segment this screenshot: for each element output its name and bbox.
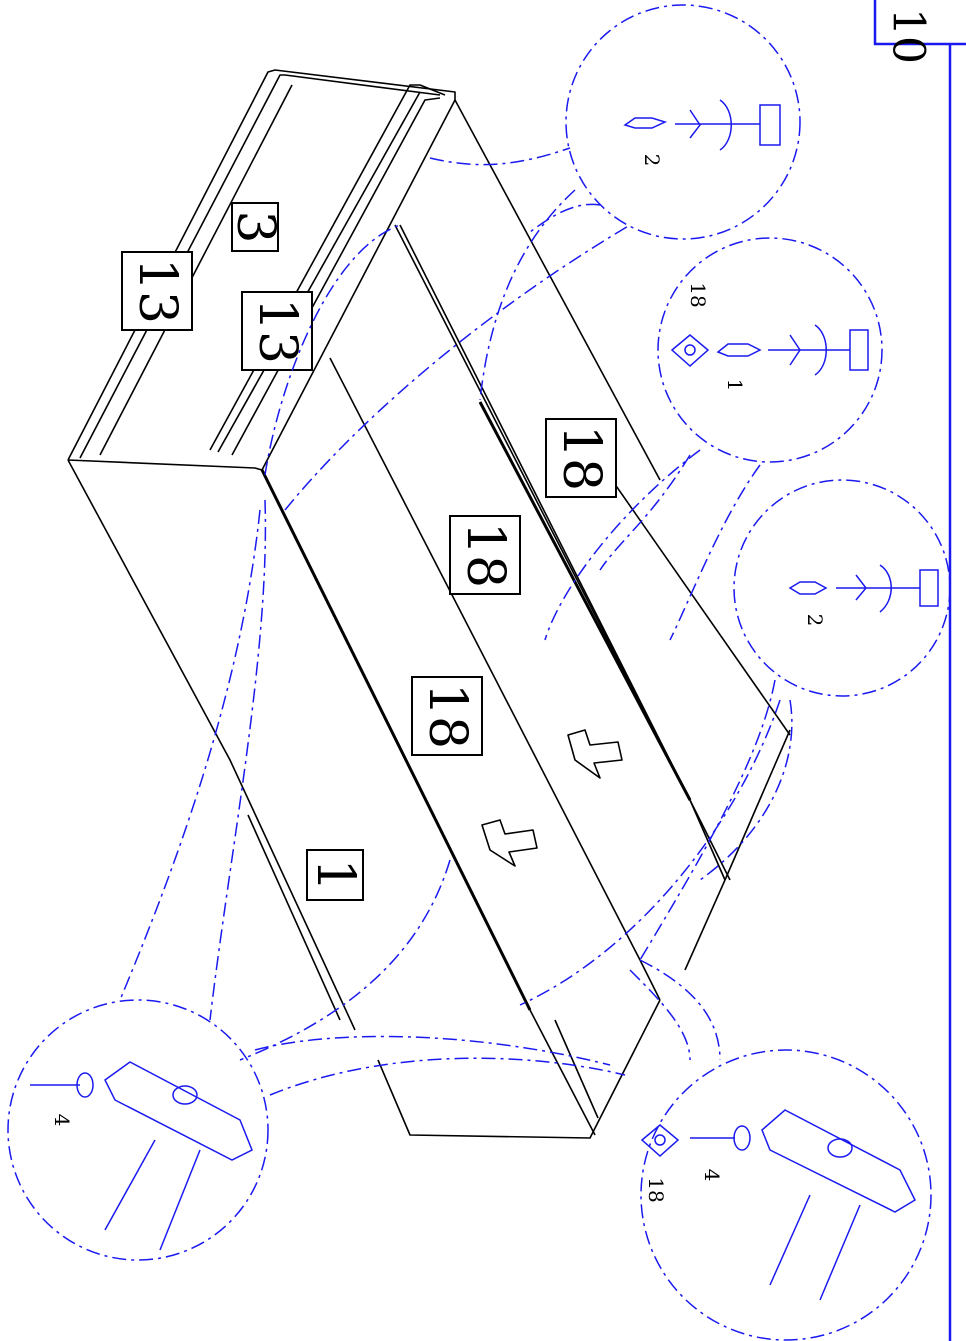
detail-label-4a: 4 [50,1114,74,1127]
part-label-3: 3 [225,202,285,252]
svg-text:18: 18 [455,522,515,588]
detail-label-2a: 2 [640,154,664,167]
svg-text:18: 18 [551,425,611,491]
leader-lines [119,147,793,1096]
step-number: 10 [883,8,934,64]
detail-label-2b: 2 [803,614,827,627]
svg-text:13: 13 [247,298,307,364]
svg-text:3: 3 [225,210,285,243]
detail-label-4b: 4 [700,1169,724,1182]
part-label-13-a: 13 [121,251,193,331]
part-label-1: 1 [305,849,365,901]
svg-text:1: 1 [305,858,365,891]
detail-label-1a: 1 [723,379,747,392]
part-label-18-a: 18 [545,418,617,498]
part-label-13-b: 13 [241,291,313,371]
detail-circle-hammer-right: 4 18 [640,1049,932,1341]
svg-text:13: 13 [127,258,187,324]
part-label-18-c: 18 [411,676,483,756]
svg-text:18: 18 [417,683,477,749]
part-label-18-b: 18 [449,515,521,595]
step-number-box: 10 [873,0,966,1341]
detail-circle-hammer-left: 4 [7,999,269,1261]
detail-circle-screw-2-mid: 2 [733,479,951,697]
detail-label-18a: 18 [686,282,710,307]
detail-label-18b: 18 [644,1177,668,1202]
cabinet-body [67,69,791,1139]
detail-circle-screw-1: 18 1 [657,237,883,463]
detail-circle-screw-2-top: 2 [565,4,801,240]
